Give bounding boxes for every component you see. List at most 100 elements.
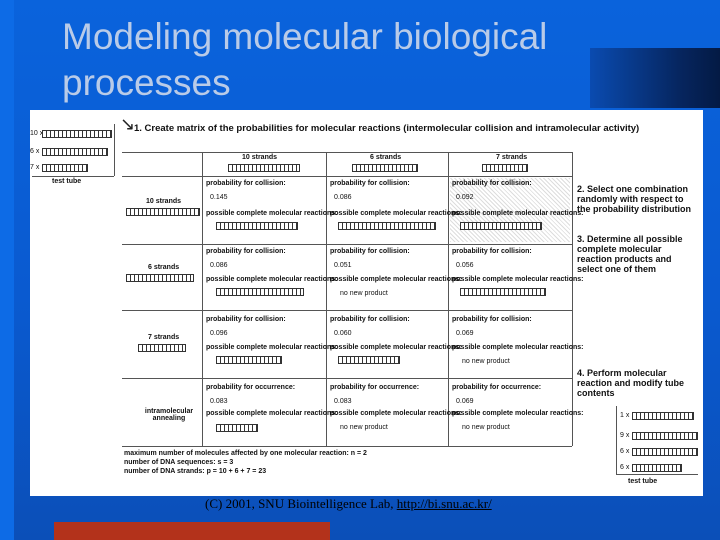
cell-value: 0.069 bbox=[456, 330, 474, 337]
count-label: 6 x bbox=[620, 464, 630, 471]
cell-value: 0.069 bbox=[456, 398, 474, 405]
cell-probability-label: probability for occurrence: bbox=[452, 384, 542, 391]
row-header: intramolecular annealing bbox=[144, 408, 194, 422]
cell-products-label: possible complete molecular reactions: bbox=[452, 410, 584, 417]
test-tube-label: test tube bbox=[628, 478, 658, 485]
step4-label: 4. Perform molecular reaction and modify… bbox=[577, 368, 685, 398]
grid-line bbox=[122, 176, 572, 177]
left-accent-strip bbox=[0, 0, 14, 540]
count-label: 1 x bbox=[620, 412, 630, 419]
footnote: maximum number of molecules affected by … bbox=[124, 450, 367, 457]
grid-line bbox=[122, 152, 572, 153]
dna-strand bbox=[338, 222, 436, 230]
dna-strand bbox=[42, 164, 88, 172]
dna-strand bbox=[138, 344, 186, 352]
cell-probability-label: probability for collision: bbox=[330, 316, 410, 323]
step1-label: 1. Create matrix of the probabilities fo… bbox=[134, 123, 640, 134]
cell-products-label: possible complete molecular reactions: bbox=[330, 276, 462, 283]
cell-value: 0.083 bbox=[334, 398, 352, 405]
cell-value: 0.086 bbox=[210, 262, 228, 269]
grid-line bbox=[122, 446, 572, 447]
dna-strand bbox=[632, 464, 682, 472]
column-header: 6 strands bbox=[370, 154, 402, 161]
figure-diagram: 1. Create matrix of the probabilities fo… bbox=[30, 110, 703, 496]
grid-line bbox=[122, 378, 572, 379]
no-product-note: no new product bbox=[340, 424, 388, 431]
cell-products-label: possible complete molecular reactions: bbox=[452, 276, 584, 283]
tube-bottom bbox=[616, 474, 698, 475]
cell-value: 0.051 bbox=[334, 262, 352, 269]
cell-probability-label: probability for collision: bbox=[206, 316, 286, 323]
dna-strand bbox=[126, 274, 194, 282]
dna-strand bbox=[352, 164, 418, 172]
dna-strand bbox=[42, 148, 108, 156]
cell-probability-label: probability for collision: bbox=[330, 248, 410, 255]
cell-products-label: possible complete molecular reactions: bbox=[452, 210, 584, 217]
bottom-accent-bar bbox=[54, 522, 330, 540]
cell-probability-label: probability for collision: bbox=[452, 180, 532, 187]
test-tube-label: test tube bbox=[52, 178, 82, 185]
dna-strand bbox=[216, 424, 258, 432]
dna-strand bbox=[482, 164, 528, 172]
dna-strand bbox=[126, 208, 200, 216]
row-header: 10 strands bbox=[146, 198, 182, 205]
column-header: 10 strands bbox=[242, 154, 278, 161]
tube-wall bbox=[114, 124, 115, 176]
cell-products-label: possible complete molecular reactions: bbox=[452, 344, 584, 351]
no-product-note: no new product bbox=[340, 290, 388, 297]
cell-value: 0.092 bbox=[456, 194, 474, 201]
grid-line bbox=[122, 310, 572, 311]
count-label: 6 x bbox=[30, 148, 40, 155]
cell-value: 0.086 bbox=[334, 194, 352, 201]
no-product-note: no new product bbox=[462, 358, 510, 365]
cell-products-label: possible complete molecular reactions: bbox=[206, 410, 338, 417]
dna-strand bbox=[216, 356, 282, 364]
slide-title: Modeling molecular biological processes bbox=[62, 16, 548, 103]
cell-probability-label: probability for collision: bbox=[452, 248, 532, 255]
cell-probability-label: probability for occurrence: bbox=[206, 384, 296, 391]
cell-products-label: possible complete molecular reactions: bbox=[330, 410, 462, 417]
grid-line bbox=[202, 152, 203, 446]
dna-strand bbox=[632, 432, 698, 440]
dna-strand bbox=[228, 164, 300, 172]
cell-products-label: possible complete molecular reactions: bbox=[330, 344, 462, 351]
cell-probability-label: probability for occurrence: bbox=[330, 384, 420, 391]
dna-strand bbox=[460, 288, 546, 296]
footer-link[interactable]: http://bi.snu.ac.kr/ bbox=[396, 496, 492, 511]
footnote: number of DNA sequences: s = 3 bbox=[124, 459, 234, 466]
step2-label: 2. Select one combination randomly with … bbox=[577, 184, 691, 214]
footnote: number of DNA strands: p = 10 + 6 + 7 = … bbox=[124, 468, 267, 475]
count-label: 10 x bbox=[30, 130, 44, 137]
column-header: 7 strands bbox=[496, 154, 528, 161]
cell-products-label: possible complete molecular reactions: bbox=[206, 344, 338, 351]
cell-value: 0.060 bbox=[334, 330, 352, 337]
arrow-icon: ↘ bbox=[120, 114, 136, 134]
footer-credit: (C) 2001, SNU Biointelligence Lab, bbox=[205, 496, 397, 511]
cell-value: 0.096 bbox=[210, 330, 228, 337]
grid-line bbox=[448, 152, 449, 446]
dna-strand bbox=[460, 222, 542, 230]
cell-probability-label: probability for collision: bbox=[206, 248, 286, 255]
dna-strand bbox=[632, 448, 698, 456]
no-product-note: no new product bbox=[462, 424, 510, 431]
row-header: 7 strands bbox=[148, 334, 180, 341]
count-label: 7 x bbox=[30, 164, 40, 171]
dna-strand bbox=[216, 222, 298, 230]
title-accent-band bbox=[590, 48, 720, 108]
cell-products-label: possible complete molecular reactions: bbox=[330, 210, 462, 217]
count-label: 6 x bbox=[620, 448, 630, 455]
step3-label: 3. Determine all possible complete molec… bbox=[577, 234, 683, 274]
count-label: 9 x bbox=[620, 432, 630, 439]
row-header: 6 strands bbox=[148, 264, 180, 271]
cell-value: 0.056 bbox=[456, 262, 474, 269]
cell-value: 0.145 bbox=[210, 194, 228, 201]
grid-line bbox=[122, 244, 572, 245]
grid-line bbox=[326, 152, 327, 446]
cell-products-label: possible complete molecular reactions: bbox=[206, 276, 338, 283]
cell-value: 0.083 bbox=[210, 398, 228, 405]
dna-strand bbox=[338, 356, 400, 364]
dna-strand bbox=[632, 412, 694, 420]
cell-probability-label: probability for collision: bbox=[330, 180, 410, 187]
cell-products-label: possible complete molecular reactions: bbox=[206, 210, 338, 217]
selected-cell-highlight bbox=[450, 178, 570, 242]
